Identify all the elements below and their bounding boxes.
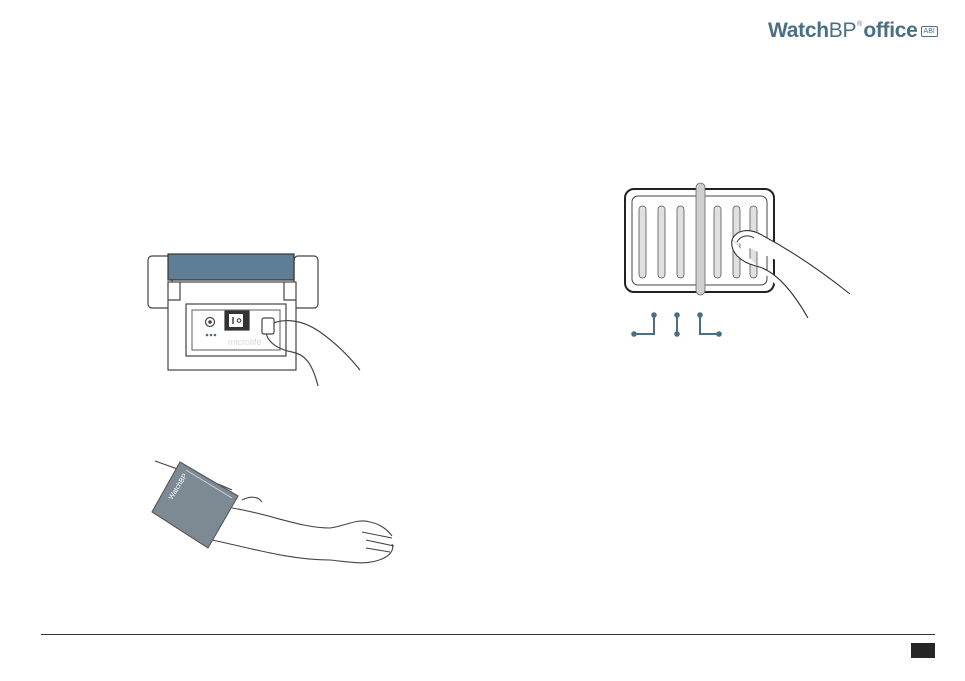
device-lid [168,254,294,280]
fingertip [262,318,274,334]
device-right-foot [294,256,318,308]
device-port-center [208,320,212,324]
page-number-tab [911,643,935,658]
footer-divider [41,634,935,635]
connector-dot [716,331,722,337]
button-panel-illustration [625,183,850,337]
panel-slot [714,206,721,278]
connector-dot [631,331,637,337]
connector-dot [674,312,680,318]
port-dot [210,334,213,337]
connector-right [700,316,719,334]
port-dot [214,334,217,337]
blood-pressure-cuff [152,462,238,548]
fingers [362,532,394,552]
arm-outline-bottom [212,540,393,563]
arm-outline-top [232,508,392,536]
connector-left [634,316,654,334]
panel-slot [639,206,646,278]
connector-dot [674,331,680,337]
tube [242,497,262,502]
panel-center-bar [696,183,705,295]
device-brand-label: microlife [228,337,262,347]
connector-dot [697,312,703,318]
panel-slot [677,206,684,278]
connector-dot [651,312,657,318]
panel-slot [658,206,665,278]
port-dot [206,334,209,337]
device-illustration [148,254,360,386]
